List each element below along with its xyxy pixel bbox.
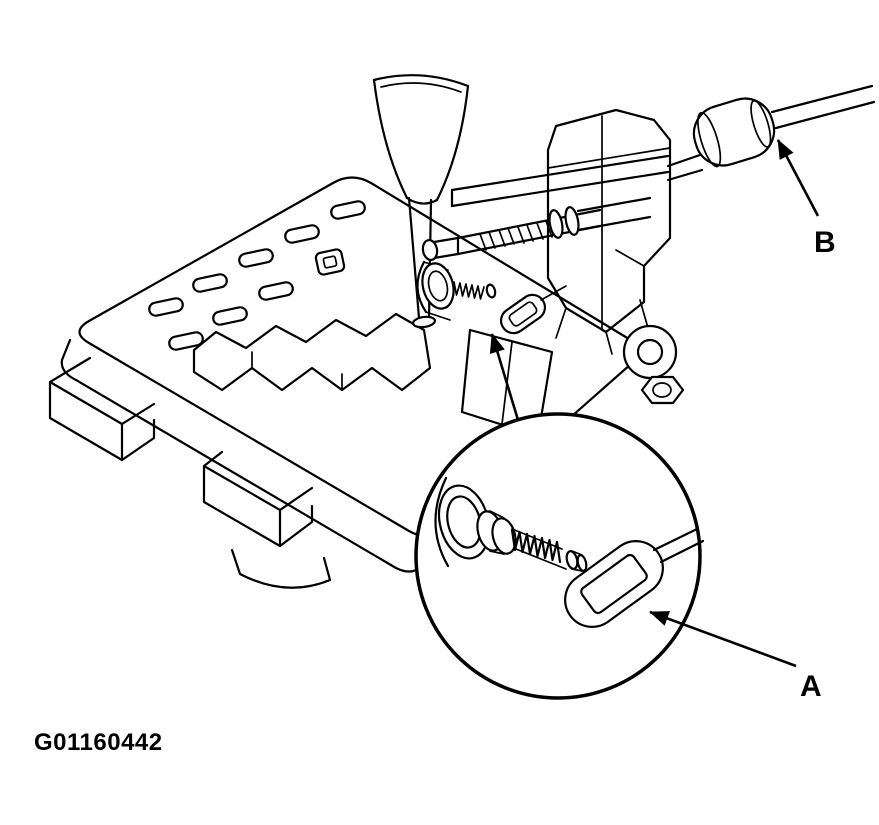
detail-cable-end	[564, 540, 664, 628]
cable-rail	[450, 154, 670, 208]
detail-cable-lines	[652, 527, 705, 564]
callout-arrow-b	[776, 139, 820, 217]
callout-label-b: B	[814, 226, 836, 259]
detail-bracket-arc	[434, 476, 450, 568]
cable-barrel	[666, 84, 876, 182]
shift-gate-cutout	[192, 312, 432, 392]
plate-mounting-slots	[148, 200, 366, 351]
cable-rod	[576, 196, 652, 232]
detail-threaded-adjuster	[510, 528, 588, 572]
adjuster-assembly	[416, 260, 567, 335]
adjuster-threaded-stud	[453, 281, 485, 300]
plate-bottom-flap	[230, 548, 332, 589]
lever-pivot	[421, 238, 439, 262]
pointer-arrow-to-adjuster	[489, 333, 520, 421]
cable-collars	[548, 206, 580, 239]
hex-bolt	[640, 375, 685, 405]
shift-knob	[372, 74, 470, 205]
adjuster-washer	[421, 262, 455, 310]
adjuster-cable-end	[499, 293, 547, 335]
mount-bracket	[546, 108, 672, 355]
plate-thickness-edge	[60, 338, 432, 573]
callout-label-a: A	[800, 670, 822, 703]
figure-code: G01160442	[34, 729, 163, 756]
callout-arrow-a	[649, 610, 797, 668]
plate-tab-left	[48, 356, 156, 462]
detail-view-circle	[414, 412, 705, 700]
cable-outer-lines	[770, 84, 876, 130]
plate-tab-center	[202, 450, 314, 548]
plate-index-window	[314, 248, 346, 276]
detail-washer-stack	[437, 484, 517, 560]
